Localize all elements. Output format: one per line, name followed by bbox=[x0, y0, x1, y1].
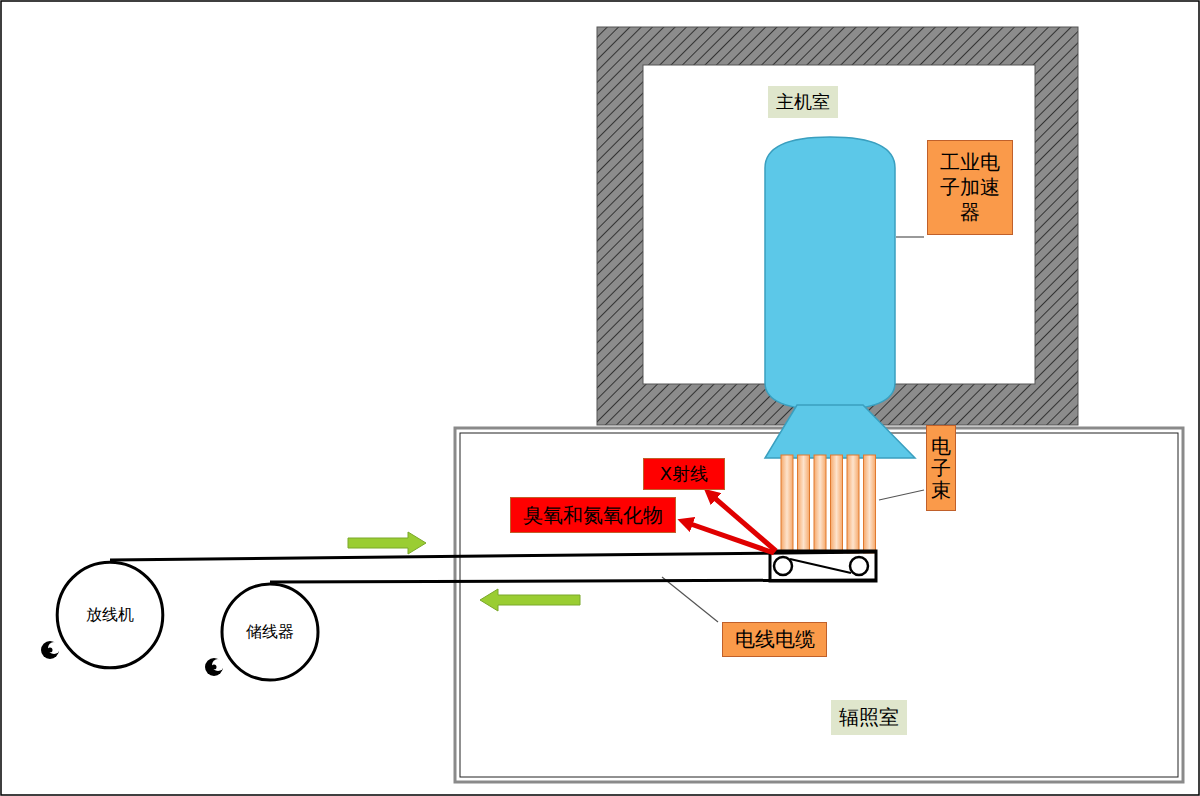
direction-arrow bbox=[480, 589, 580, 611]
direction-arrow bbox=[348, 532, 426, 554]
hazard-label: 臭氧和氮氧化物 bbox=[523, 502, 663, 529]
beam-bar bbox=[831, 455, 843, 553]
reel-circle: 储线器 bbox=[246, 622, 294, 643]
label-box: X射线 bbox=[643, 458, 725, 490]
room-area: 主机室工业电子加速器 bbox=[643, 65, 1035, 384]
reel: 储线器 bbox=[220, 582, 320, 682]
beam-bar bbox=[781, 455, 793, 553]
accelerator-body bbox=[765, 137, 895, 410]
crank-symbol bbox=[41, 641, 59, 659]
roller-frame bbox=[770, 551, 876, 581]
reel: 放线机 bbox=[55, 560, 165, 670]
room-label: 主机室 bbox=[768, 86, 838, 118]
room-area: 辐照室 X射线臭氧和氮氧化物电线电缆 bbox=[455, 428, 1183, 782]
irradiation-room-wall-inner bbox=[460, 433, 1178, 777]
hazard-label: X射线 bbox=[660, 462, 708, 486]
crank-symbol bbox=[48, 648, 53, 653]
beam-bar bbox=[864, 455, 876, 553]
label-box: 工业电子加速器 bbox=[927, 140, 1013, 235]
leader-line bbox=[879, 490, 924, 500]
roller bbox=[774, 557, 792, 575]
roller bbox=[850, 557, 868, 575]
crank-symbol bbox=[48, 642, 60, 654]
room-label: 辐照室 bbox=[831, 700, 907, 735]
leader-line bbox=[662, 577, 718, 622]
callout-label: 电子束 bbox=[931, 435, 951, 501]
callout-label: 电线电缆 bbox=[735, 626, 815, 653]
scan-horn bbox=[765, 405, 915, 458]
electron-beam bbox=[781, 455, 876, 553]
label-box: 电子束 bbox=[926, 425, 956, 511]
beam-bar bbox=[847, 455, 859, 553]
crank-symbol bbox=[212, 659, 224, 671]
beam-bar bbox=[814, 455, 826, 553]
leader-line bbox=[896, 236, 924, 237]
label-box: 臭氧和氮氧化物 bbox=[510, 497, 676, 533]
beam-bar bbox=[798, 455, 810, 553]
crank-symbol bbox=[212, 665, 217, 670]
callout-label: 工业电子加速器 bbox=[940, 150, 1001, 225]
cable-cross bbox=[790, 559, 851, 573]
shield-wall bbox=[597, 27, 1078, 425]
cable-in bbox=[110, 552, 876, 560]
irradiation-room-wall bbox=[455, 428, 1183, 782]
crank-symbol bbox=[205, 658, 223, 676]
emission-arrow bbox=[685, 522, 774, 553]
reel-circle: 放线机 bbox=[86, 605, 134, 626]
label-box: 电线电缆 bbox=[722, 622, 827, 657]
